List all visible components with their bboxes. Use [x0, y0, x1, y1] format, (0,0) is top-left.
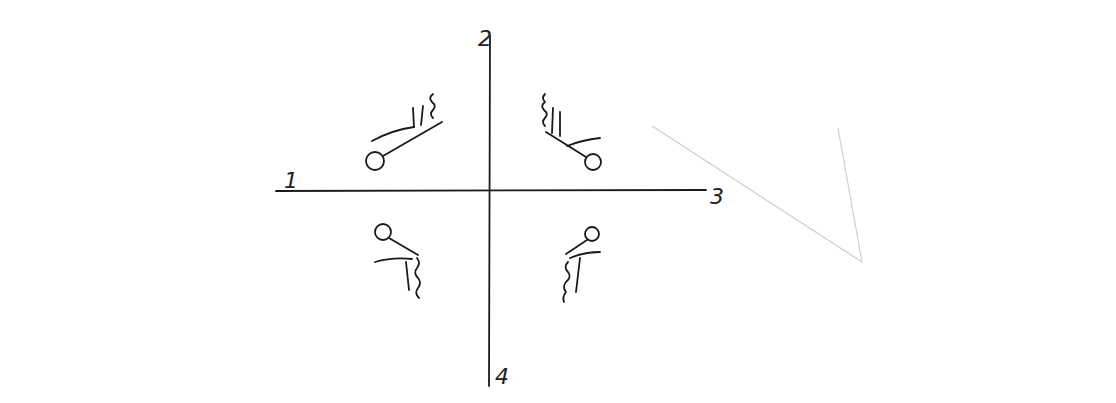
faint-triangle [652, 126, 862, 262]
axis-number: 3 [710, 186, 724, 208]
axis-number: 4 [495, 366, 509, 388]
bottom-left-figure [375, 224, 420, 298]
top-right-figure [542, 94, 601, 170]
axis-number: 2 [478, 28, 492, 50]
top-left-figure [366, 94, 442, 170]
bottom-right-figure [563, 227, 600, 302]
axis-number: 1 [284, 170, 298, 192]
vertical-axis [489, 36, 490, 386]
horizontal-axis [276, 190, 706, 191]
